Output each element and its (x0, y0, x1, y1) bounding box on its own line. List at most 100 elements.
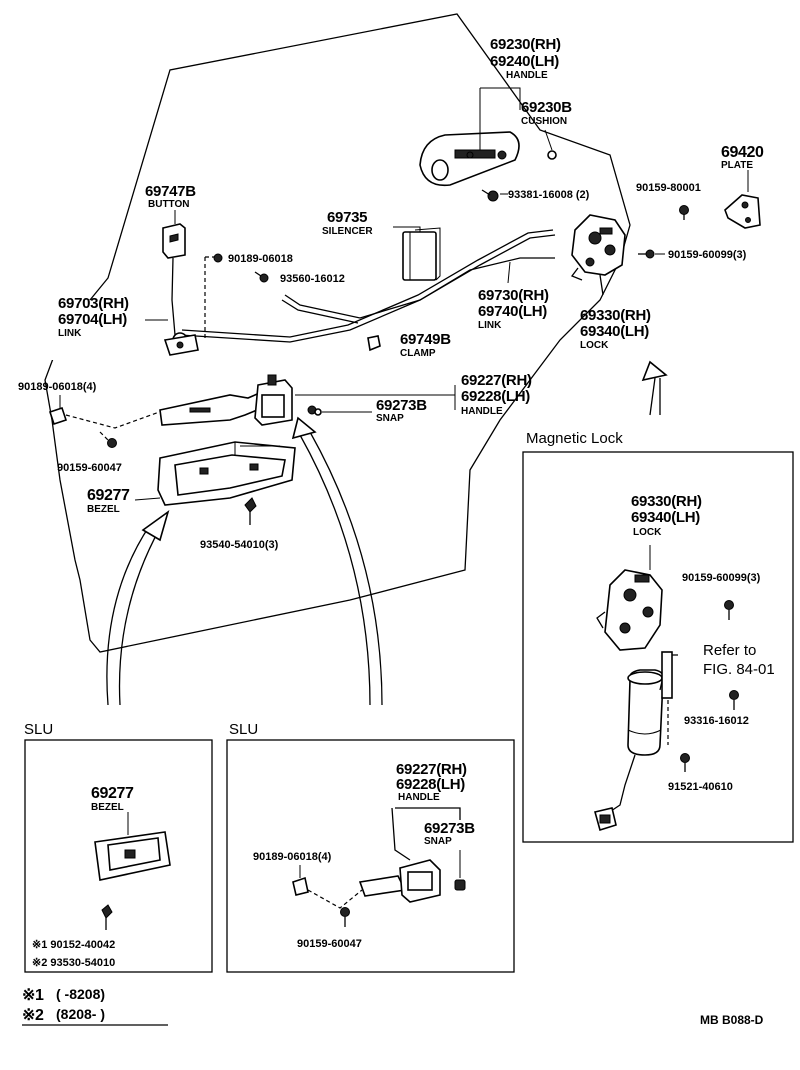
cushion-part (547, 150, 557, 160)
slu-clip (292, 876, 309, 896)
label-bezel-part: 69277 (87, 487, 130, 504)
mag-label-lock-screw: 90159-60099(3) (682, 572, 761, 584)
slu-right-screw: 90159-60047 (297, 938, 362, 950)
snap-part (307, 405, 322, 416)
solenoid-part (594, 651, 678, 832)
label-handle-rh: 69230(RH) (490, 36, 561, 53)
label-inside-handle-lh: 69228(LH) (461, 388, 530, 405)
slu-left-box (24, 739, 213, 973)
magnetic-lock-box (522, 451, 794, 843)
slu-right-snap-part: 69273B (424, 820, 475, 837)
label-inside-handle-name: HANDLE (461, 406, 503, 417)
label-snap-part: 69273B (376, 397, 427, 414)
legend-2-text: (8208- ) (56, 1006, 105, 1022)
slu-right-box (226, 739, 515, 973)
label-mask (0, 300, 100, 360)
screw-60047 (99, 431, 117, 448)
label-button-part: 69747B (145, 183, 196, 200)
label-bezel-name: BEZEL (87, 504, 120, 515)
leader-link-right (507, 261, 511, 284)
leader-silencer (393, 226, 421, 232)
mag-refer-line1: Refer to (703, 642, 756, 659)
label-clamp-part: 69749B (400, 331, 451, 348)
slu-left-note1: ※1 90152-40042 (32, 939, 115, 951)
plate-part (724, 194, 761, 229)
button-part (162, 223, 186, 259)
label-screw-93560: 93560-16012 (280, 273, 345, 285)
slu-right-title: SLU (229, 721, 258, 738)
mag-screw-40610 (680, 753, 690, 772)
lock-assembly-part (570, 214, 626, 296)
label-lock-lh: 69340(LH) (580, 323, 649, 340)
mag-label-screw-40610: 91521-40610 (668, 781, 733, 793)
label-cushion-part: 69230B (521, 99, 572, 116)
label-link-right-name: LINK (478, 320, 502, 331)
slu-right-handle-name: HANDLE (398, 792, 440, 803)
silencer-part (402, 227, 441, 281)
label-lock-screw: 90159-60099(3) (668, 249, 747, 261)
label-cushion-name: CUSHION (521, 116, 567, 127)
slu-handle-part (358, 807, 461, 903)
legend-1-mark: ※1 (22, 987, 44, 1004)
leader-cushion (544, 129, 553, 151)
label-clamp-name: CLAMP (400, 348, 436, 359)
magnetic-lock-title: Magnetic Lock (526, 430, 623, 447)
label-lock-rh: 69330(RH) (580, 307, 651, 324)
label-plate-name: PLATE (721, 160, 753, 171)
outside-handle-part (419, 131, 520, 187)
figure-code: MB B088-D (700, 1013, 764, 1027)
screw-lock-60099 (638, 249, 655, 259)
clip-06018 (213, 253, 223, 263)
label-clip-06018: 90189-06018 (228, 253, 293, 265)
slu-left-bezel-part: 69277 (91, 785, 134, 802)
label-handle-name: HANDLE (506, 70, 548, 81)
inside-handle-part (159, 374, 293, 426)
slu-left-bezel-name: BEZEL (91, 802, 124, 813)
label-silencer-part: 69735 (327, 209, 367, 226)
slu-right-snap-name: SNAP (424, 836, 452, 847)
slu-left-title: SLU (24, 721, 53, 738)
label-lock-name: LOCK (580, 340, 609, 351)
mag-label-lock-name: LOCK (633, 527, 662, 538)
mag-lock-part (596, 569, 663, 651)
label-clip-06018-4: 90189-06018(4) (18, 381, 97, 393)
mag-refer-line2: FIG. 84-01 (703, 661, 775, 678)
clip-06018-4 (48, 406, 68, 426)
label-link-left-name: LINK (58, 328, 82, 339)
mag-label-screw-16012: 93316-16012 (684, 715, 749, 727)
label-button-name: BUTTON (148, 199, 189, 210)
label-link-left-lh: 69704(LH) (58, 311, 127, 328)
slu-screw (101, 904, 113, 930)
label-link-right-rh: 69730(RH) (478, 287, 549, 304)
screw-93560 (254, 271, 269, 283)
legend-1-text: ( -8208) (56, 986, 105, 1002)
mag-screw-16012 (729, 690, 739, 710)
label-silencer-name: SILENCER (322, 226, 373, 237)
slu-bezel-part (94, 831, 171, 881)
label-bolt-80001: 90159-80001 (636, 182, 701, 194)
slu-right-handle-lh: 69228(LH) (396, 776, 465, 793)
legend-2-mark: ※2 (22, 1007, 44, 1024)
slu-snap (454, 879, 466, 891)
label-plate-part: 69420 (721, 144, 764, 161)
label-screw-93381: 93381-16008 (2) (508, 189, 590, 201)
screw-93381 (481, 189, 499, 202)
mag-label-lock-lh: 69340(LH) (631, 509, 700, 526)
link-rods (163, 229, 556, 356)
leader-inside-handle (295, 385, 456, 410)
label-handle-lh: 69240(LH) (490, 53, 559, 70)
bezel-part (157, 441, 296, 506)
label-link-right-lh: 69740(LH) (478, 303, 547, 320)
mag-screw-60099 (724, 600, 734, 620)
label-snap-name: SNAP (376, 413, 404, 424)
leader-handle (479, 87, 521, 150)
label-screw-60047: 90159-60047 (57, 462, 122, 474)
screw-93540 (244, 497, 257, 525)
button-rod (171, 257, 176, 336)
slu-right-handle-rh: 69227(RH) (396, 761, 467, 778)
label-link-left-rh: 69703(RH) (58, 295, 129, 312)
label-inside-handle-rh: 69227(RH) (461, 372, 532, 389)
mag-label-lock-rh: 69330(RH) (631, 493, 702, 510)
